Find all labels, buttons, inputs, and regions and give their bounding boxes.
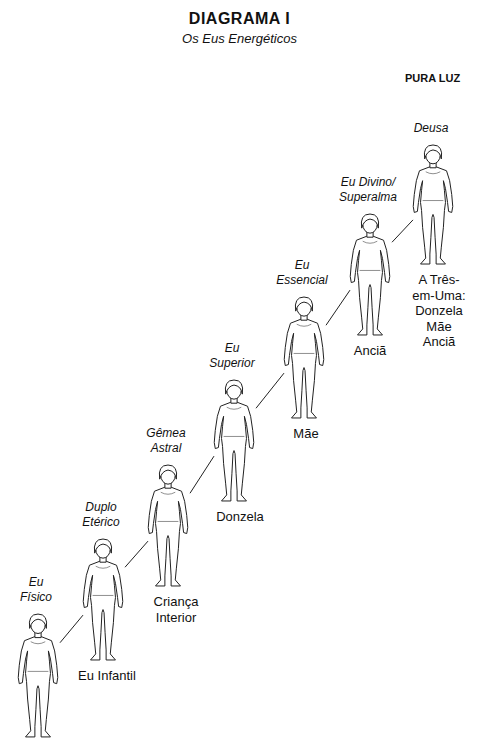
energy-self-label: Eu Superior xyxy=(206,341,258,370)
figure-node: Gêmea AstralCriança Interior xyxy=(142,463,194,589)
energy-self-label: Deusa xyxy=(401,121,461,135)
connector-line xyxy=(125,541,148,567)
archetype-label: Anciã xyxy=(345,343,395,359)
figure-node: DeusaA Três-em-Uma: Donzela Mãe Anciã xyxy=(407,143,459,267)
connector-line xyxy=(256,373,284,408)
diagram-title: DIAGRAMA I xyxy=(0,10,479,28)
energy-self-label: Duplo Etérico xyxy=(76,500,126,529)
energy-self-label: Eu Divino/ Superalma xyxy=(329,175,407,204)
human-figure xyxy=(142,463,194,589)
archetype-label: Mãe xyxy=(281,426,331,442)
human-figure-shape xyxy=(284,297,324,418)
human-figure-shape xyxy=(148,465,188,586)
human-figure-shape xyxy=(214,380,254,501)
figure-node: Duplo EtéricoEu Infantil xyxy=(77,537,129,663)
human-figure xyxy=(344,212,396,338)
archetype-label: Eu Infantil xyxy=(67,668,147,684)
archetype-label: Donzela xyxy=(205,509,275,525)
connector-line xyxy=(392,220,413,242)
corner-label: PURA LUZ xyxy=(405,72,460,84)
figure-node: Eu Divino/ SuperalmaAnciã xyxy=(344,212,396,338)
human-figure-shape xyxy=(18,614,58,737)
figure-node: Eu EssencialMãe xyxy=(278,295,330,421)
energy-self-label: Gêmea Astral xyxy=(141,426,191,455)
archetype-label: Criança Interior xyxy=(144,594,208,625)
figure-node: Eu SuperiorDonzela xyxy=(208,378,260,504)
human-figure-shape xyxy=(83,539,123,660)
connector-line xyxy=(60,615,83,643)
human-figure xyxy=(208,378,260,504)
figure-node: Eu Físico xyxy=(12,612,64,740)
human-figure xyxy=(12,612,64,740)
connector-line xyxy=(190,456,214,493)
human-figure-shape xyxy=(413,145,453,264)
human-figure xyxy=(407,143,459,267)
human-figure xyxy=(77,537,129,663)
energy-self-label: Eu Essencial xyxy=(273,258,331,287)
diagram-subtitle: Os Eus Energéticos xyxy=(0,31,479,46)
human-figure-shape xyxy=(350,214,390,335)
energy-self-label: Eu Físico xyxy=(16,575,56,604)
human-figure xyxy=(278,295,330,421)
connector-line xyxy=(326,290,350,325)
archetype-label: A Três-em-Uma: Donzela Mãe Anciã xyxy=(410,272,468,350)
